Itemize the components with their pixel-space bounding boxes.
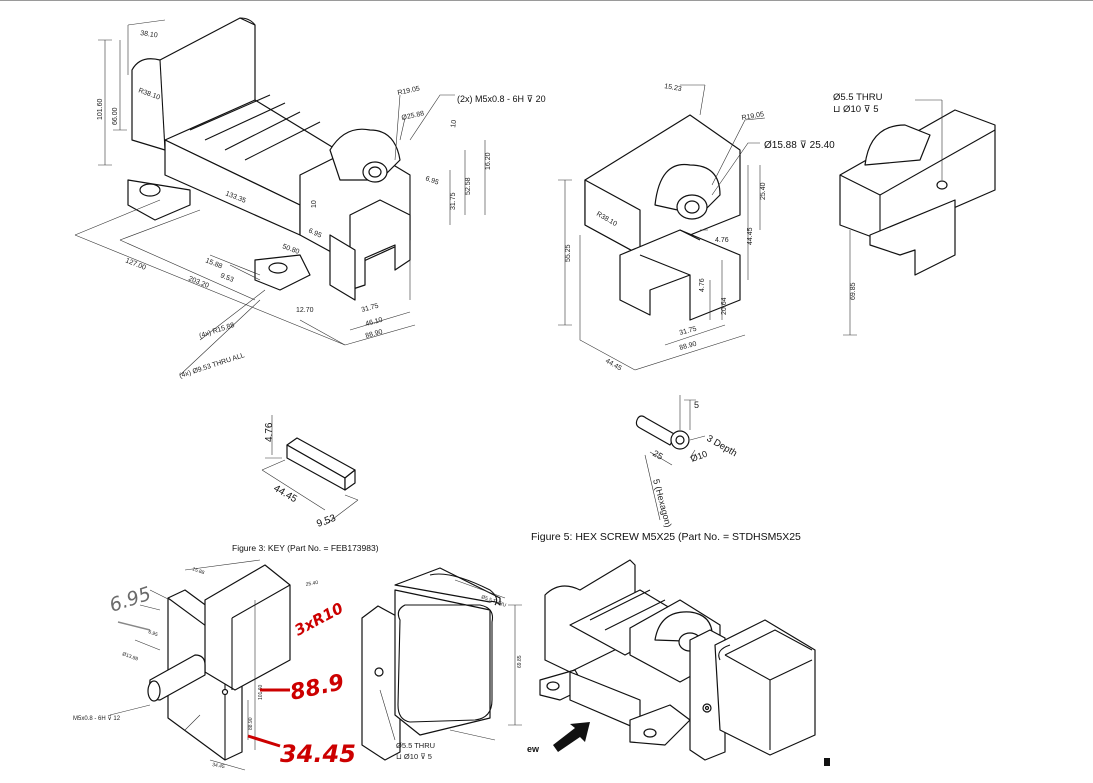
motor-plate-isometric: Ø5.5 THRU Ø5.5 THRU ⊔ Ø10 ⊽ 5 69.85 — [361, 567, 523, 761]
dim-text: 9.53 — [219, 272, 234, 284]
vise-assembly-isometric: ew — [527, 559, 816, 761]
dim-text: 34.45 — [212, 762, 226, 770]
thru-callout-small-line1: Ø5.5 THRU — [396, 741, 435, 750]
red-note-dimension: 88.9 — [288, 670, 346, 706]
dim-text: 66.00 — [112, 107, 119, 125]
key-part-isometric: 4.76 44.45 9.53 — [261, 415, 359, 530]
dim-text: 4.76 — [699, 278, 706, 292]
red-note-dimension: 34.45 — [280, 740, 356, 768]
dim-text: 6.95 — [147, 629, 158, 638]
dim-text: 55.25 — [565, 244, 572, 262]
thread-callout: (2x) M5x0.8 - 6H ⊽ 20 — [457, 94, 546, 104]
dim-text: 15.23 — [664, 83, 683, 93]
dim-text: R19.05 — [397, 85, 421, 97]
dim-text: 9.53 — [315, 513, 337, 530]
dim-text: 5 (Hexagon) — [651, 478, 673, 528]
dim-text: 44.45 — [747, 227, 754, 245]
dim-text: Ø13.88 — [121, 651, 139, 662]
dim-text: (4x) Ø9.53 THRU ALL — [178, 352, 245, 380]
cursor-fragment — [824, 758, 830, 766]
hex-screw-isometric: 5 3 Depth 25 Ø10 5 (Hexagon) — [635, 395, 739, 528]
thru-callout-small-line2: ⊔ Ø10 ⊽ 5 — [396, 752, 432, 761]
dim-text: 20.64 — [721, 297, 728, 315]
dim-text: (4x) R15.88 — [198, 322, 235, 340]
dim-text: 88.90 — [365, 329, 384, 340]
thru-callout-line2: ⊔ Ø10 ⊽ 5 — [833, 104, 879, 115]
dim-text: 25 — [651, 448, 665, 462]
dim-text: 50.80 — [281, 243, 300, 256]
figure3-caption: Figure 3: KEY (Part No. = FEB173983) — [232, 543, 379, 553]
dim-text: 10 — [311, 200, 318, 208]
view-label-fragment: ew — [527, 744, 540, 754]
dim-text: 88.90 — [679, 341, 698, 352]
dim-text: 88.90 — [248, 717, 254, 730]
dim-text: 25.40 — [305, 580, 319, 588]
thread-callout-small: M5x0.8 - 6H ⊽ 12 — [73, 715, 121, 722]
dim-text: 38.10 — [140, 30, 158, 39]
dim-text: 4.76 — [715, 237, 729, 244]
red-note-radius: 3xR10 — [291, 599, 346, 640]
jaw-part-isometric: 15.23 R19.05 Ø15.88 ⊽ 25.40 R38.10 55.25… — [558, 83, 835, 373]
hole-callout: Ø15.88 ⊽ 25.40 — [764, 140, 835, 151]
dim-text: R19.05 — [741, 111, 765, 122]
handle-plate-isometric: 15.88 6.95 Ø13.88 M5x0.8 - 6H ⊽ 12 101.6… — [73, 559, 319, 771]
dim-text: Ø10 — [689, 449, 708, 464]
dim-text: 46.10 — [365, 317, 384, 328]
thru-callout-line1: Ø5.5 THRU — [833, 92, 883, 103]
dim-text: 69.85 — [850, 282, 857, 300]
dim-text: 31.75 — [361, 303, 380, 314]
dim-text: 12.70 — [296, 307, 314, 314]
pencil-note: 6.95 — [107, 583, 154, 617]
dim-text: 52.58 — [465, 177, 472, 195]
dim-text: 25.40 — [760, 182, 767, 200]
dim-text: 69.85 — [517, 655, 523, 668]
dim-text: 15.88 — [191, 566, 205, 576]
dim-text: 4.76 — [264, 422, 275, 442]
dim-text: 31.75 — [450, 192, 457, 210]
dim-text: 5 — [694, 400, 699, 410]
figure5-caption: Figure 5: HEX SCREW M5X25 (Part No. = ST… — [531, 531, 801, 543]
dim-text: 44.45 — [604, 358, 623, 373]
dim-text: 6.95 — [424, 175, 439, 186]
dim-text: 10 — [450, 119, 458, 128]
jaw-back-isometric: Ø5.5 THRU ⊔ Ø10 ⊽ 5 69.85 — [833, 92, 996, 336]
dim-text: 203.20 — [187, 275, 210, 290]
dim-text: 101.60 — [258, 684, 264, 700]
dim-text: 31.75 — [679, 326, 698, 337]
view-arrow-icon — [553, 722, 590, 752]
base-part-isometric: 38.10 101.60 66.00 R38.10 R19.05 Ø25.88 … — [74, 17, 546, 380]
dim-text: 101.60 — [97, 98, 104, 120]
dim-text: 16.20 — [485, 152, 492, 170]
dim-text: 3 Depth — [705, 433, 739, 459]
top-border-line — [0, 0, 1093, 1]
dim-text: 44.45 — [272, 483, 300, 505]
dim-text: Ø25.88 — [401, 110, 425, 122]
